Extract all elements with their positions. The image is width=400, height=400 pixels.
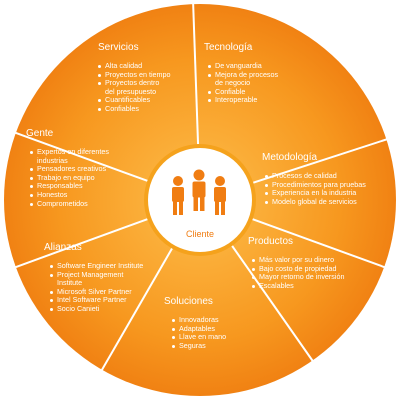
segment-divider [14,131,148,182]
list-item: Llave en mano [172,333,254,342]
list-item: Escalables [252,281,373,291]
list-item: Socio Canieti [50,304,174,314]
list-item: Interoperable [208,96,299,105]
list-item: Proyectos dentro [98,79,198,88]
segment-servicios: Servicios Alta calidad Proyectos en tiem… [98,42,198,114]
segment-divider [252,218,386,269]
segment-soluciones: Soluciones Innovadoras Adaptables Llave … [164,296,254,350]
list-item: Experiencia en la industria [265,189,392,198]
list-item: Institute [57,278,83,288]
segment-divider [231,245,314,362]
list-item: Pensadores creativos [30,165,146,174]
segment-alianzas: Alianzas Software Engineer Institute Pro… [44,242,174,314]
list-item: Modelo global de servicios [265,197,392,207]
list-item: Seguras [172,341,254,351]
list-item: Intel Software Partner [50,296,174,305]
list-item: Comprometidos [30,199,146,209]
list-item: Procedimientos para pruebas [265,180,392,190]
list-item: Innovadoras [172,315,254,325]
list-item: De vanguardia [208,61,299,71]
segment-divider [100,247,173,372]
segment-divider [252,138,388,184]
segment-title: Servicios [98,42,139,53]
segment-gente: Gente Expertos en diferentes industrias … [26,128,146,208]
segment-metodologia: Metodología Procesos de calidad Procedim… [262,152,392,206]
people-group-icon [172,169,226,215]
segment-title: Soluciones [164,296,213,307]
segment-tecnologia: Tecnología De vanguardia Mejora de proce… [204,42,299,105]
segment-dividers [14,3,388,372]
list-item: Adaptables [172,324,254,334]
list-item: Microsoft Silver Partner [50,287,174,297]
list-item: Mayor retorno de inversión [252,273,373,282]
segment-title: Alianzas [44,242,82,253]
list-item: Software Engineer Institute [50,261,174,271]
list-item: Proyectos en tiempo [98,70,198,80]
list-item: Mejora de procesos [208,70,299,80]
list-item: Confiables [98,104,198,114]
list-item: Trabajo en equipo [30,173,146,183]
list-item: Responsables [30,182,146,191]
segment-title: Productos [248,236,294,247]
segment-title: Tecnología [204,42,253,53]
list-item: Cuantificables [98,96,198,105]
list-item: de negocio [215,78,251,88]
segment-divider [192,3,200,145]
list-item: Expertos en diferentes [30,147,146,157]
list-item: Más valor por su dinero [252,255,373,265]
list-item: del presupuesto [105,86,157,96]
list-item: Project Management [50,270,174,280]
list-item: Procesos de calidad [265,171,392,181]
segment-title: Metodología [262,152,318,163]
list-item: Honestos [30,190,146,200]
center-label: Cliente [185,229,214,239]
list-item: industrias [37,155,68,165]
segment-productos: Productos Más valor por su dinero Bajo c… [248,236,373,290]
list-item: Confiable [208,87,299,97]
segment-title: Gente [26,128,54,139]
list-item: Bajo costo de propiedad [252,264,373,274]
segment-divider [14,218,148,269]
list-item: Alta calidad [98,61,198,71]
